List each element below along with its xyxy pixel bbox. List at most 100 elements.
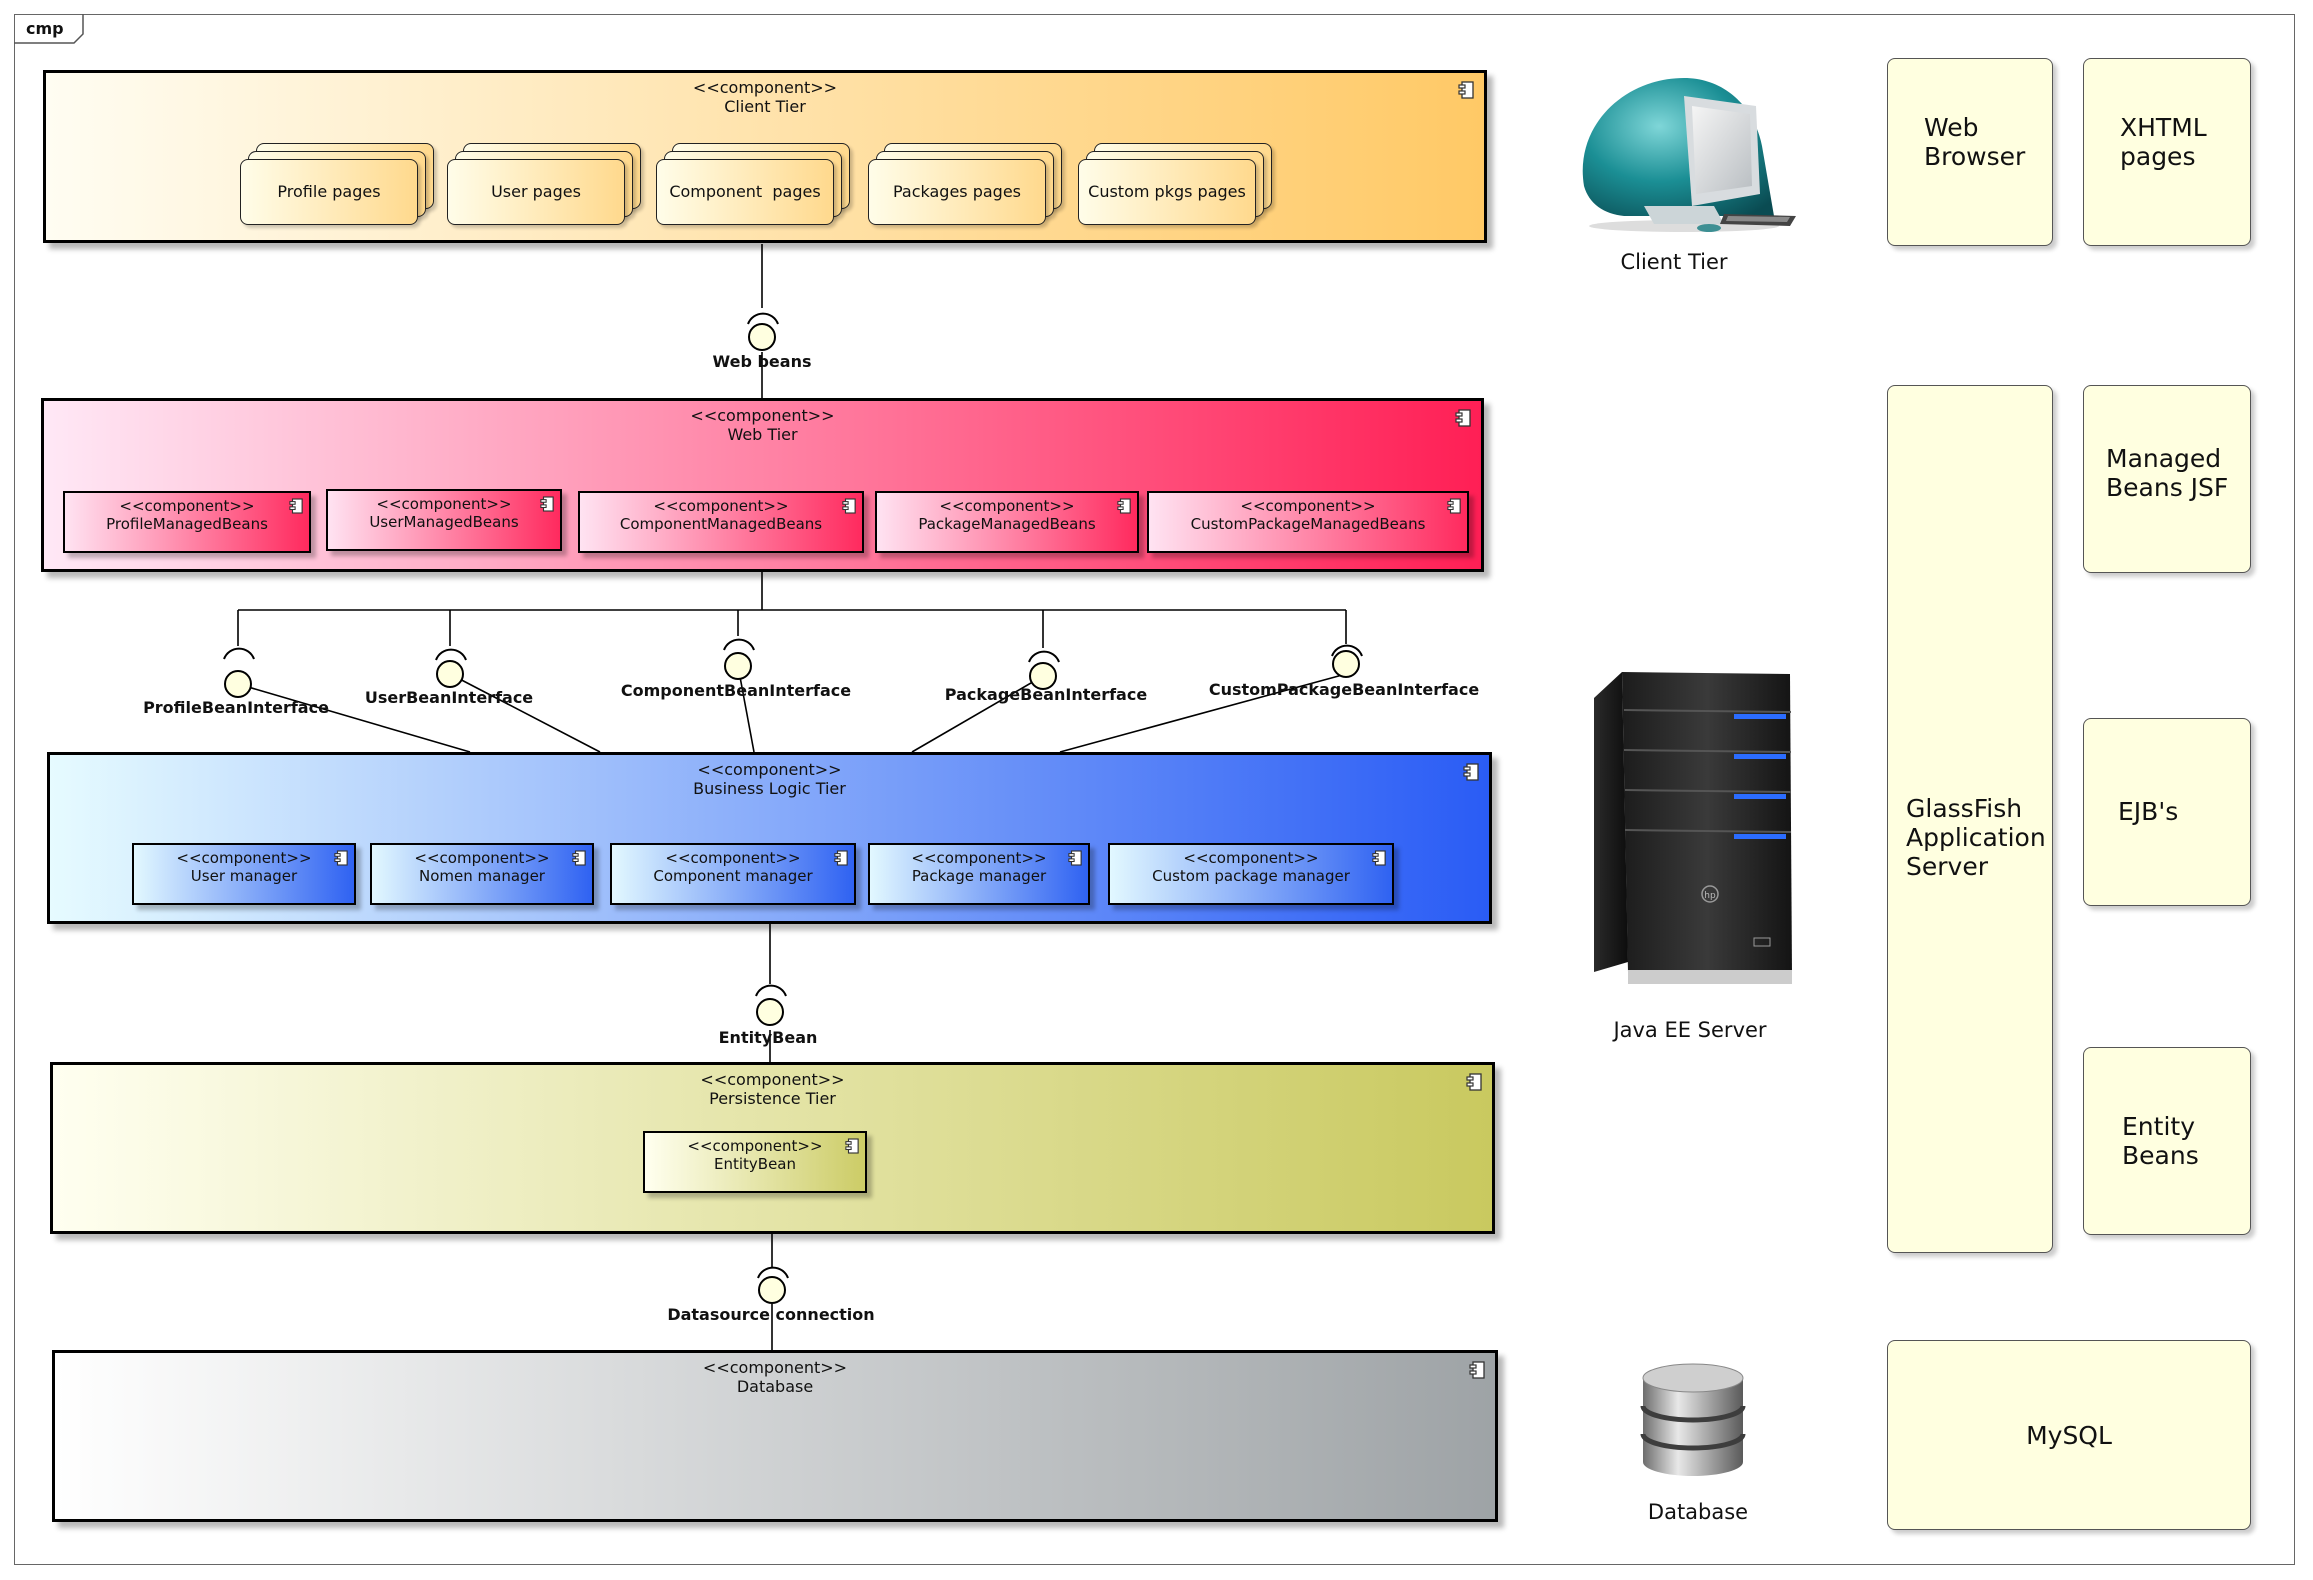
subcomponent-stereotype: <<component>> — [376, 495, 512, 513]
client-tier-component[interactable]: <<component>> Client Tier Profile pages … — [43, 70, 1487, 243]
subcomponent-custom-package-manager[interactable]: <<component>> Custom package manager — [1108, 843, 1394, 905]
page-stack-label: User pages — [491, 182, 581, 201]
frame-label: cmp — [26, 19, 64, 38]
note-line: pages — [2120, 142, 2196, 171]
component-icon — [334, 850, 348, 866]
note-ejbs: EJB's — [2083, 718, 2251, 906]
subcomponent-component-managed-beans[interactable]: <<component>> ComponentManagedBeans — [578, 491, 864, 553]
note-line: Beans — [2122, 1141, 2199, 1170]
note-line: Server — [1906, 852, 1988, 881]
component-icon — [1463, 763, 1479, 781]
database-tier-name: Database — [736, 1377, 814, 1396]
component-icon — [540, 496, 554, 512]
subcomponent-entity-bean[interactable]: <<component>> EntityBean — [643, 1131, 867, 1193]
page-stack-profile[interactable]: Profile pages — [240, 143, 440, 229]
component-icon — [1068, 850, 1082, 866]
database-caption: Database — [1647, 1500, 1749, 1524]
persistence-tier-name: Persistence Tier — [709, 1089, 836, 1108]
web-tier-component[interactable]: <<component>> Web Tier <<component>> Pro… — [41, 398, 1484, 572]
component-icon — [1117, 498, 1131, 514]
component-icon — [834, 850, 848, 866]
server-tower-icon: hp — [1594, 672, 1792, 984]
component-icon — [289, 498, 303, 514]
interface-label-package-bean: PackageBeanInterface — [944, 685, 1148, 704]
subcomponent-stereotype: <<component>> — [687, 1137, 823, 1155]
persistence-tier-component[interactable]: <<component>> Persistence Tier <<compone… — [50, 1062, 1495, 1234]
component-icon — [1372, 850, 1386, 866]
page-stack-packages[interactable]: Packages pages — [868, 143, 1068, 229]
component-icon — [1458, 81, 1474, 99]
page-stack-label: Profile pages — [277, 182, 381, 201]
page-stack-label: Custom pkgs pages — [1088, 182, 1246, 201]
client-tier-stereotype: <<component>> — [692, 78, 838, 97]
subcomponent-stereotype: <<component>> — [911, 849, 1047, 867]
component-icon — [842, 498, 856, 514]
page-stack-label: Packages pages — [892, 182, 1022, 201]
interface-label-profile-bean: ProfileBeanInterface — [143, 698, 329, 717]
subcomponent-name: ComponentManagedBeans — [619, 515, 823, 533]
subcomponent-stereotype: <<component>> — [1240, 497, 1376, 515]
diagram-frame — [14, 14, 2295, 1565]
component-icon — [1447, 498, 1461, 514]
frame-tab — [14, 14, 84, 44]
web-tier-stereotype: <<component>> — [690, 406, 835, 425]
page-stack-component[interactable]: Component pages — [656, 143, 856, 229]
page-sheet — [1078, 159, 1256, 225]
subcomponent-name: Component manager — [653, 867, 813, 885]
page-stack-user[interactable]: User pages — [447, 143, 647, 229]
note-line: MySQL — [2026, 1421, 2112, 1450]
subcomponent-package-manager[interactable]: <<component>> Package manager — [868, 843, 1090, 905]
page-sheet — [447, 159, 625, 225]
component-icon — [1469, 1361, 1485, 1379]
subcomponent-package-managed-beans[interactable]: <<component>> PackageManagedBeans — [875, 491, 1139, 553]
note-mysql: MySQL — [1887, 1340, 2251, 1530]
imac-computer-icon — [1582, 78, 1796, 232]
subcomponent-stereotype: <<component>> — [653, 497, 789, 515]
subcomponent-stereotype: <<component>> — [939, 497, 1075, 515]
web-tier-name: Web Tier — [727, 425, 798, 444]
note-line: GlassFish — [1906, 794, 2023, 823]
component-icon — [845, 1138, 859, 1154]
business-tier-stereotype: <<component>> — [697, 760, 842, 779]
note-managed-beans-jsf: Managed Beans JSF — [2083, 385, 2251, 573]
page-sheet — [868, 159, 1046, 225]
database-tier-component[interactable]: <<component>> Database — [52, 1350, 1498, 1522]
subcomponent-name: CustomPackageManagedBeans — [1190, 515, 1426, 533]
note-line: Application — [1906, 823, 2046, 852]
subcomponent-user-managed-beans[interactable]: <<component>> UserManagedBeans — [326, 489, 562, 551]
database-tier-stereotype: <<component>> — [702, 1358, 848, 1377]
subcomponent-stereotype: <<component>> — [119, 497, 255, 515]
page-sheet — [656, 159, 834, 225]
subcomponent-custom-package-managed-beans[interactable]: <<component>> CustomPackageManagedBeans — [1147, 491, 1469, 553]
component-icon — [1466, 1073, 1482, 1091]
component-icon — [1455, 409, 1471, 427]
interface-label-web-beans: Web beans — [712, 352, 812, 371]
subcomponent-user-manager[interactable]: <<component>> User manager — [132, 843, 356, 905]
subcomponent-stereotype: <<component>> — [176, 849, 312, 867]
server-caption: Java EE Server — [1613, 1018, 1767, 1042]
component-icon — [572, 850, 586, 866]
note-line: Beans JSF — [2106, 473, 2229, 502]
subcomponent-component-manager[interactable]: <<component>> Component manager — [610, 843, 856, 905]
note-line: Entity — [2122, 1112, 2195, 1141]
subcomponent-name: Nomen manager — [419, 867, 545, 885]
business-tier-name: Business Logic Tier — [693, 779, 846, 798]
client-tier-name: Client Tier — [724, 97, 806, 116]
note-line: Web — [1924, 113, 1979, 142]
subcomponent-stereotype: <<component>> — [1183, 849, 1319, 867]
page-stack-label: Component pages — [669, 182, 821, 201]
page-stack-custom-pkgs[interactable]: Custom pkgs pages — [1078, 143, 1278, 229]
note-line: Browser — [1924, 142, 2026, 171]
note-xhtml-pages: XHTML pages — [2083, 58, 2251, 246]
note-line: Managed — [2106, 444, 2222, 473]
business-logic-tier-component[interactable]: <<component>> Business Logic Tier <<comp… — [47, 752, 1492, 924]
client-tier-caption: Client Tier — [1620, 250, 1728, 274]
subcomponent-name: UserManagedBeans — [369, 513, 519, 531]
interface-label-datasource: Datasource connection — [667, 1305, 875, 1324]
subcomponent-stereotype: <<component>> — [665, 849, 801, 867]
subcomponent-profile-managed-beans[interactable]: <<component>> ProfileManagedBeans — [63, 491, 311, 553]
subcomponent-name: Package manager — [911, 867, 1047, 885]
note-line: XHTML — [2120, 113, 2207, 142]
subcomponent-nomen-manager[interactable]: <<component>> Nomen manager — [370, 843, 594, 905]
